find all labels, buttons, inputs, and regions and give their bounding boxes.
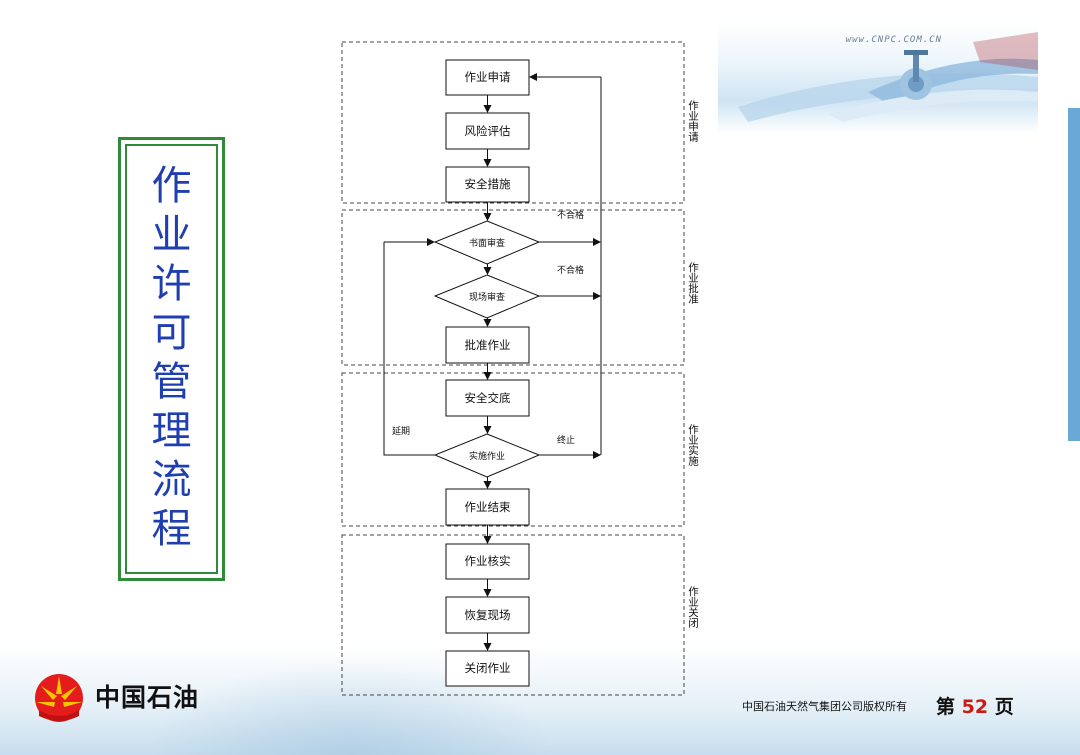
- label-apply: 作业申请: [465, 70, 511, 84]
- phase-frame-close: [341, 534, 685, 696]
- footer-copyright: 中国石油天然气集团公司版权所有: [742, 700, 907, 713]
- title-frame: 作业许可管理流程: [118, 137, 225, 581]
- label-close: 关闭作业: [465, 661, 511, 675]
- label-safety: 安全措施: [465, 177, 511, 191]
- phase-label-approve: 作业批准: [687, 262, 699, 304]
- label-site-review: 现场审查: [469, 291, 505, 303]
- label-written-review: 书面审查: [469, 237, 505, 249]
- phase-frame-approve: [341, 209, 685, 366]
- edge-label-extend: 延期: [392, 425, 410, 437]
- header-banner-image: www.CNPC.COM.CN: [718, 22, 1038, 134]
- node-close: [445, 650, 530, 687]
- edge-label-stop: 终止: [557, 434, 575, 446]
- label-execute: 实施作业: [469, 450, 505, 462]
- page-number: 第 52 页: [936, 692, 1014, 719]
- label-briefing: 安全交底: [465, 391, 511, 405]
- label-verify: 作业核实: [465, 554, 511, 568]
- pipeline-graphic: [738, 32, 1038, 122]
- edge-extend-loop: [383, 242, 435, 456]
- label-risk: 风险评估: [465, 124, 511, 138]
- page-title: 作业许可管理流程: [151, 163, 192, 552]
- accent-bar: [1068, 108, 1080, 441]
- phase-frame-execute: [341, 372, 685, 527]
- label-approve: 批准作业: [465, 338, 511, 352]
- label-restore: 恢复现场: [465, 608, 511, 622]
- node-finish: [445, 488, 530, 526]
- node-briefing: [445, 379, 530, 417]
- phase-label-apply: 作业申请: [687, 100, 699, 143]
- node-verify: [445, 543, 530, 580]
- edge-label-fail-site: 不合格: [557, 264, 584, 276]
- page-prefix: 第: [936, 696, 956, 718]
- node-apply: [445, 59, 530, 96]
- node-approve: [445, 326, 530, 364]
- banner-url: www.CNPC.COM.CN: [845, 35, 942, 45]
- node-safety: [445, 166, 530, 203]
- page-number-value: 52: [961, 696, 989, 718]
- company-logo-text: 中国石油: [95, 683, 200, 712]
- edge-label-fail-written: 不合格: [557, 209, 584, 221]
- petrochina-logo-icon: [35, 674, 83, 722]
- label-finish: 作业结束: [465, 500, 511, 514]
- phase-frame-apply: [341, 41, 685, 204]
- phase-label-close: 作业关闭: [687, 586, 699, 629]
- node-risk: [445, 112, 530, 150]
- node-restore: [445, 596, 530, 634]
- phase-label-execute: 作业实施: [687, 424, 699, 467]
- page-suffix: 页: [994, 696, 1014, 718]
